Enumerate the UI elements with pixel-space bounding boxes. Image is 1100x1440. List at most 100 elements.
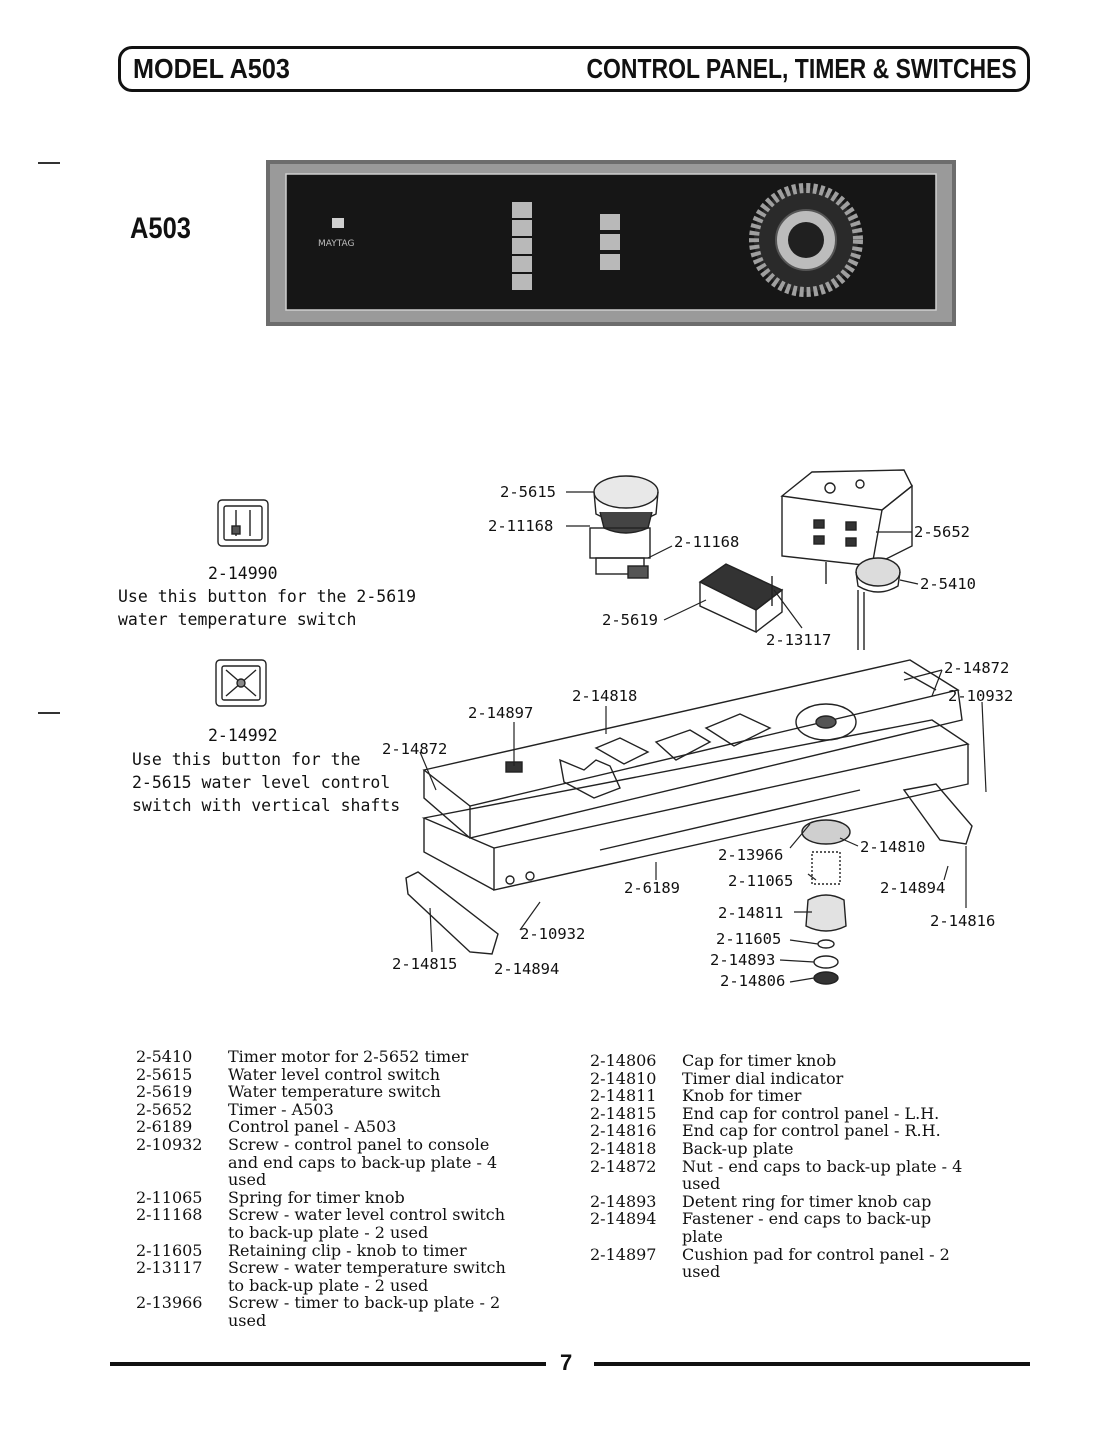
model-heading: MODEL A503 xyxy=(133,53,290,84)
part-description: Screw - timer to back-up plate - 2 used xyxy=(228,1293,501,1330)
part-number: 2-5619 xyxy=(136,1082,193,1102)
parts-list-row: 2-14816 End cap for control panel - R.H. xyxy=(590,1122,1020,1140)
part-number: 2-14806 xyxy=(590,1051,657,1070)
panel-brand-text: MAYTAG xyxy=(318,239,355,249)
timer-motor xyxy=(855,557,901,650)
margin-mark xyxy=(38,712,60,714)
part-description: Fastener - end caps to back-up plate xyxy=(682,1209,932,1246)
page-number: 7 xyxy=(560,1350,573,1375)
part-number: 2-10932 xyxy=(136,1134,203,1154)
section-title: CONTROL PANEL, TIMER & SWITCHES xyxy=(586,53,1017,84)
callout-label: 2-14894 xyxy=(880,879,946,897)
callout-label: 2-5619 xyxy=(602,611,658,629)
parts-list-row: 2-6189 Control panel - A503 xyxy=(136,1118,556,1136)
parts-list-row: 2-5652 Timer - A503 xyxy=(136,1101,556,1119)
callout-label: 2-10932 xyxy=(520,925,586,943)
callout-label: 2-11065 xyxy=(728,872,794,890)
part-description: Back-up plate xyxy=(682,1138,794,1158)
button-note-text: Use this button for the 2-5619 water tem… xyxy=(118,587,417,629)
parts-list-row: 2-14815 End cap for control panel - L.H. xyxy=(590,1105,1020,1123)
callout-label: 2-14816 xyxy=(930,912,996,930)
page-header: MODEL A503 CONTROL PANEL, TIMER & SWITCH… xyxy=(118,46,1030,92)
part-description: Timer motor for 2-5652 timer xyxy=(228,1047,469,1066)
control-panel-photo: MAYTAG xyxy=(266,160,956,326)
footer-rule-right xyxy=(594,1362,1030,1366)
callout-label: 2-11168 xyxy=(488,517,554,535)
part-number: 2-14818 xyxy=(590,1138,657,1158)
callout-label: 2-14811 xyxy=(718,904,784,922)
exploded-parts-diagram xyxy=(215,469,987,985)
callout-label: 2-14818 xyxy=(572,687,638,705)
part-description: Screw - water temperature switch to back… xyxy=(228,1258,506,1295)
timer-knob-stack xyxy=(801,819,851,985)
parts-list-row: 2-13966 Screw - timer to back-up plate - … xyxy=(136,1294,556,1329)
parts-list-row: 2-14894 Fastener - end caps to back-up pl… xyxy=(590,1210,1020,1245)
button-note-part: 2-14990 xyxy=(208,564,278,583)
parts-list-row: 2-11065 Spring for timer knob xyxy=(136,1189,556,1207)
parts-list-row: 2-5410 Timer motor for 2-5652 timer xyxy=(136,1048,556,1066)
end-cap-right xyxy=(902,783,973,845)
parts-list-row: 2-14872 Nut - end caps to back-up plate -… xyxy=(590,1156,1020,1194)
callout-label: 2-5652 xyxy=(914,523,970,541)
part-number: 2-13117 xyxy=(136,1258,203,1278)
part-description: End cap for control panel - L.H. xyxy=(682,1103,940,1123)
callout-label: 2-14810 xyxy=(860,838,926,856)
part-number: 2-6189 xyxy=(136,1117,193,1137)
part-number: 2-14815 xyxy=(590,1103,657,1123)
back-up-plate xyxy=(422,659,963,839)
water-temperature-switch xyxy=(698,563,784,634)
part-description: Timer dial indicator xyxy=(682,1068,844,1088)
part-description: Control panel - A503 xyxy=(228,1117,397,1137)
part-description: End cap for control panel - R.H. xyxy=(682,1121,941,1141)
callout-label: 2-10932 xyxy=(948,687,1014,705)
button-14992-illustration xyxy=(215,659,267,707)
callout-label: 2-11605 xyxy=(716,930,782,948)
part-description: Screw - water level control switch to ba… xyxy=(228,1205,506,1242)
callout-label: 2-5615 xyxy=(500,483,556,501)
part-description: Nut - end caps to back-up plate - 4 used xyxy=(682,1156,963,1194)
part-number: 2-13966 xyxy=(136,1293,203,1313)
part-description: Cap for timer knob xyxy=(682,1051,837,1070)
callout-label: 2-6189 xyxy=(624,879,680,897)
callout-label: 2-14872 xyxy=(944,659,1010,677)
part-number: 2-11605 xyxy=(136,1240,203,1260)
callout-label: 2-14815 xyxy=(392,955,458,973)
part-number: 2-5410 xyxy=(136,1047,193,1066)
leader-lines xyxy=(419,491,987,983)
callout-label: 2-14872 xyxy=(382,740,448,758)
part-description: Spring for timer knob xyxy=(228,1187,405,1207)
water-level-switch xyxy=(589,475,659,579)
end-cap-left xyxy=(405,871,499,955)
callout-label: 2-5410 xyxy=(920,575,976,593)
part-number: 2-11065 xyxy=(136,1187,203,1207)
parts-list-row: 2-14806 Cap for timer knob xyxy=(590,1052,1020,1070)
part-description: Timer - A503 xyxy=(228,1099,334,1119)
button-14990-illustration xyxy=(217,499,269,547)
part-number: 2-14872 xyxy=(590,1156,657,1176)
parts-list-row: 2-14818 Back-up plate xyxy=(590,1140,1020,1158)
callout-label: 2-14893 xyxy=(710,951,776,969)
part-number: 2-14894 xyxy=(590,1209,657,1229)
callout-label: 2-14806 xyxy=(720,972,786,990)
button-note-part: 2-14992 xyxy=(208,726,278,745)
callout-label: 2-14897 xyxy=(468,704,534,722)
part-description: Water temperature switch xyxy=(228,1082,441,1102)
part-number: 2-5652 xyxy=(136,1099,193,1119)
part-description: Screw - control panel to console and end… xyxy=(228,1134,498,1190)
part-number: 2-14897 xyxy=(590,1244,657,1264)
part-description: Knob for timer xyxy=(682,1086,802,1106)
timer-block xyxy=(780,469,913,584)
part-number: 2-14816 xyxy=(590,1121,657,1141)
parts-list-row: 2-10932 Screw - control panel to console … xyxy=(136,1136,556,1189)
callout-label: 2-11168 xyxy=(674,533,740,551)
parts-list-row: 2-5619 Water temperature switch xyxy=(136,1083,556,1101)
part-number: 2-14893 xyxy=(590,1191,657,1211)
